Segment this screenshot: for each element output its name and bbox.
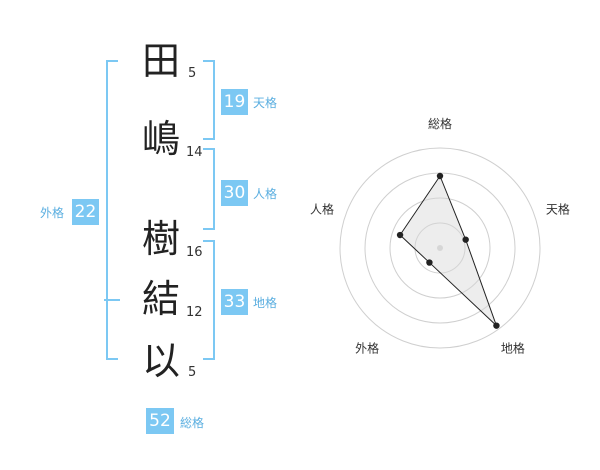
radar-point-2 — [462, 236, 469, 243]
name-char-5: 以 — [141, 339, 180, 383]
name-char-4: 結 — [141, 277, 180, 321]
radar-data-polygon — [399, 174, 497, 327]
soukaku-label: 総格 — [180, 416, 205, 430]
chikaku-bracket — [203, 240, 215, 360]
jinkaku-bracket — [203, 148, 215, 230]
name-char-1: 田 — [141, 39, 180, 83]
name-char-2: 嶋 — [141, 117, 180, 161]
radar-point-1 — [436, 172, 444, 180]
radar-axis-label-2: 天格 — [546, 202, 570, 217]
radar-ring — [389, 197, 491, 299]
chikaku-value-badge: 33 — [221, 289, 248, 315]
tenkaku-bracket — [203, 60, 215, 140]
jinkaku-label: 人格 — [253, 187, 278, 201]
gaikaku-bracket-tick — [104, 299, 120, 301]
radar-axis-label-3: 地格 — [501, 340, 525, 355]
gaikaku-bracket — [106, 60, 118, 360]
chikaku-label: 地格 — [253, 296, 278, 310]
radar-axis-label-1: 総格 — [428, 116, 452, 131]
stroke-count-2: 14 — [186, 145, 203, 160]
radar-point-4 — [426, 259, 433, 266]
radar-point-3 — [493, 322, 500, 329]
name-char-3: 樹 — [141, 217, 180, 261]
radar-axis-label-5: 人格 — [310, 202, 334, 217]
stroke-count-5: 5 — [188, 365, 197, 380]
stroke-count-3: 16 — [186, 245, 203, 260]
radar-point-5 — [396, 231, 404, 239]
stroke-count-4: 12 — [186, 305, 203, 320]
radar-center-dot — [437, 245, 443, 251]
soukaku-value-badge: 52 — [146, 408, 174, 434]
jinkaku-value-badge: 30 — [221, 180, 248, 206]
radar-ring — [339, 147, 541, 349]
gaikaku-value-badge: 22 — [72, 199, 99, 225]
gaikaku-label: 外格 — [40, 206, 65, 220]
tenkaku-value-badge: 19 — [221, 89, 248, 115]
stroke-count-1: 5 — [188, 66, 197, 81]
radar-axis-label-4: 外格 — [355, 340, 379, 355]
tenkaku-label: 天格 — [253, 96, 278, 110]
